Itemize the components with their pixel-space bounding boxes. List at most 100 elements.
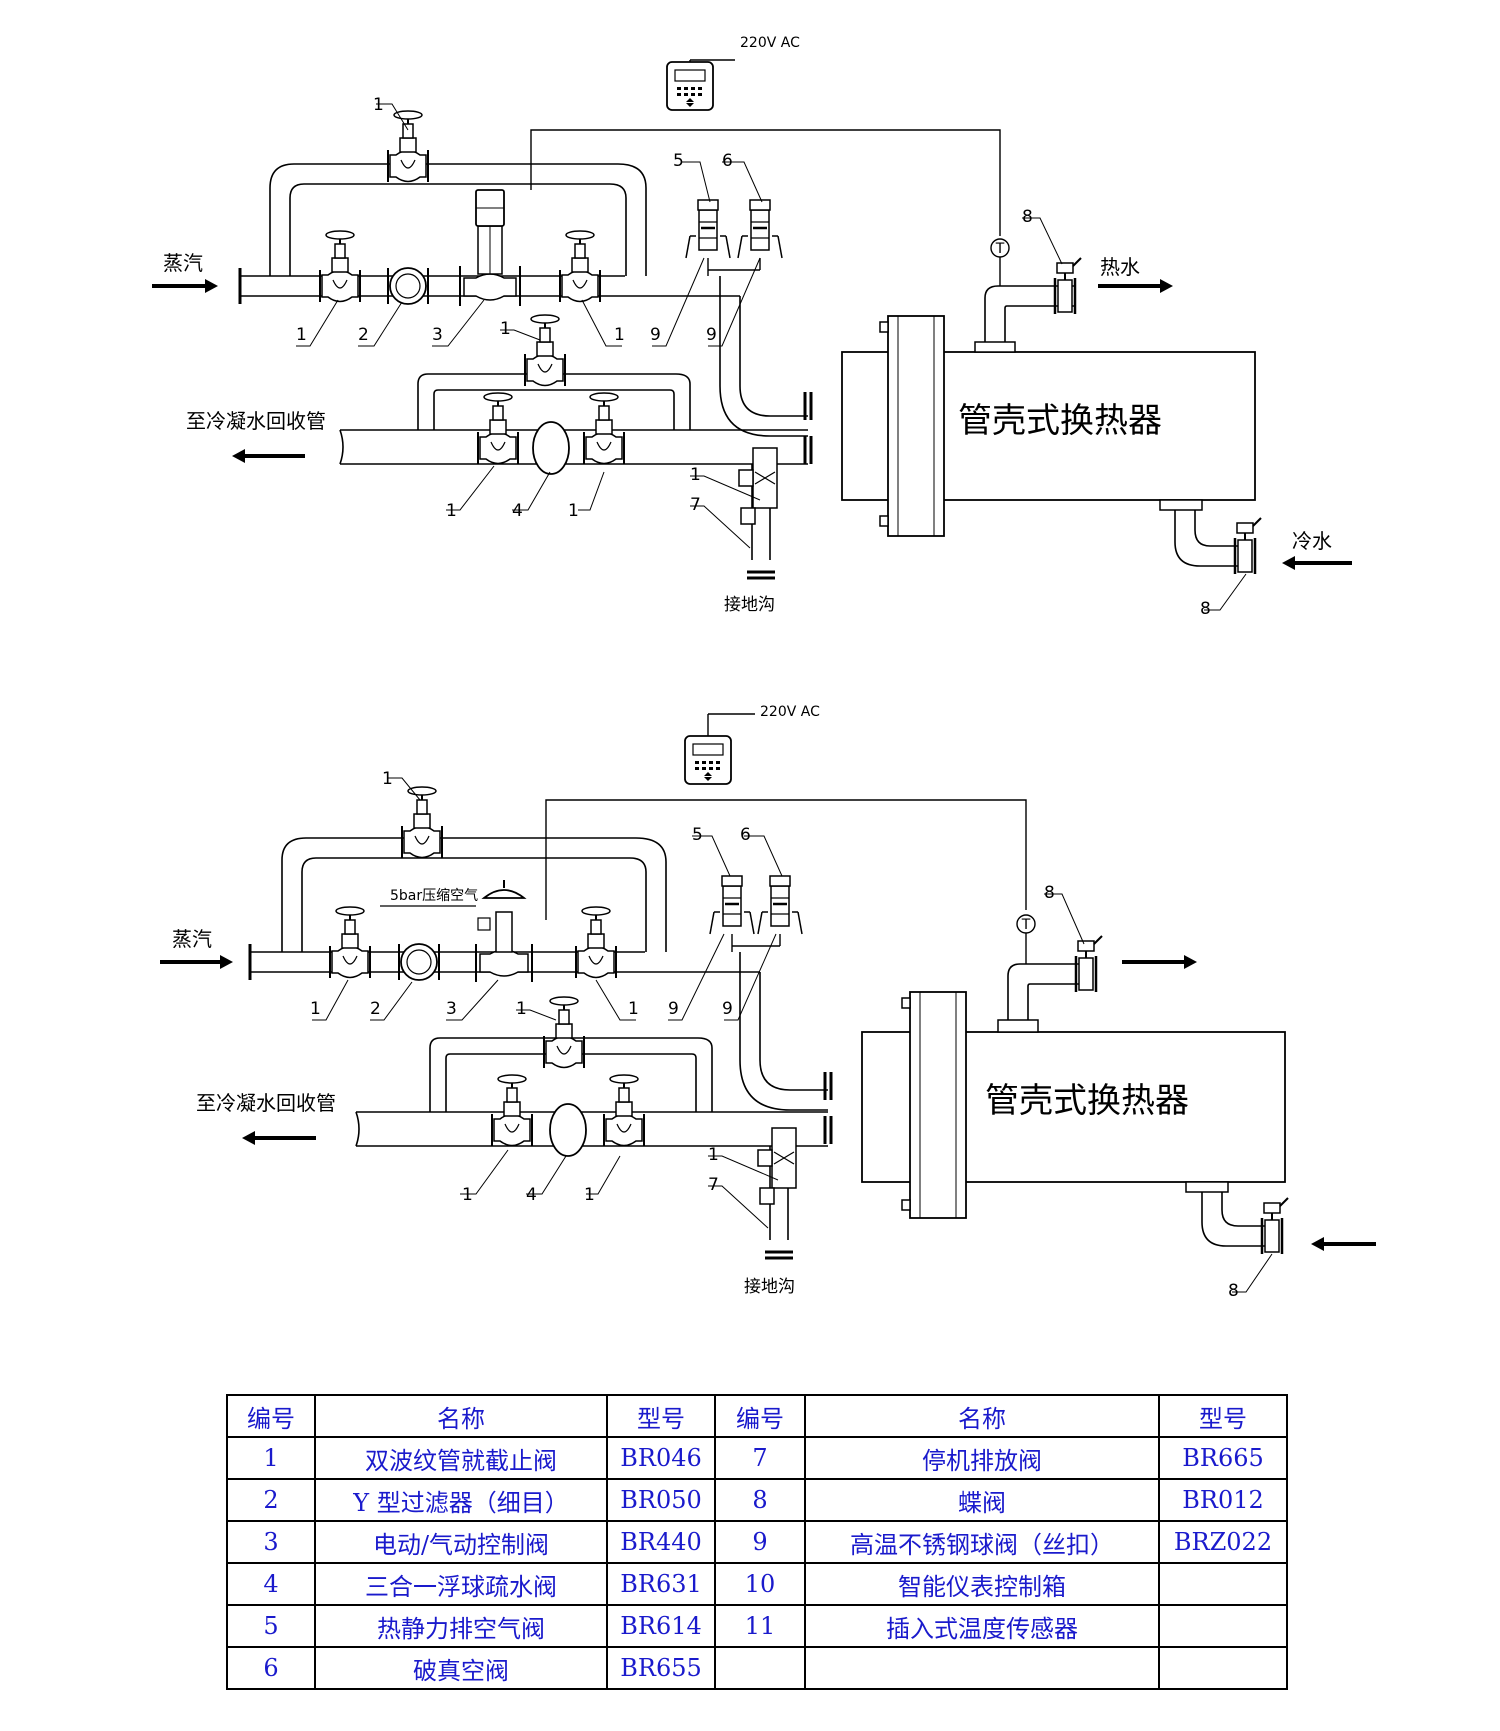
callout-1-condensate-left: 1 [462,1185,473,1205]
diagram-electric: T [152,35,1352,619]
cell-model: BRZ022 [1158,1520,1288,1564]
steam-label: 蒸汽 [172,927,212,951]
callout-1-steam-right: 1 [628,999,639,1019]
callout-7-drain-valve: 7 [690,495,701,515]
cell-model [1158,1604,1288,1648]
cell-name: 电动/气动控制阀 [314,1520,608,1564]
cell-model: BR012 [1158,1478,1288,1522]
callout-1-condensate-bypass: 1 [516,999,527,1019]
header-name: 名称 [804,1394,1160,1438]
callout-6-vacuum-breaker: 6 [722,151,733,171]
header-name: 名称 [314,1394,608,1438]
callout-1-bypass: 1 [373,95,384,115]
cold-water-label: 冷水 [1292,529,1332,553]
callout-3-control-valve: 3 [446,999,457,1019]
cell-number: 9 [714,1520,806,1564]
drain-ditch-label: 接地沟 [744,1277,795,1297]
diagram-pneumatic: 5bar压缩空气 T [160,704,1376,1301]
cell-name: 高温不锈钢球阀（丝扣） [804,1520,1160,1564]
cell-number: 5 [226,1604,316,1648]
callout-1-drain: 1 [708,1145,719,1165]
cell-model: BR655 [606,1646,716,1690]
callout-1-drain: 1 [690,465,701,485]
power-label: 220V AC [740,35,800,51]
table-row: 1 双波纹管就截止阀 BR046 7 停机排放阀 BR665 [226,1436,1288,1480]
cell-number: 11 [714,1604,806,1648]
callout-7-drain-valve: 7 [708,1175,719,1195]
header-model: 型号 [1158,1394,1288,1438]
cell-name: 双波纹管就截止阀 [314,1436,608,1480]
header-number: 编号 [226,1394,316,1438]
callout-1-steam-left: 1 [296,325,307,345]
cell-name: 热静力排空气阀 [314,1604,608,1648]
callout-1-condensate-right: 1 [568,501,579,521]
cell-name: 蝶阀 [804,1478,1160,1522]
condensate-return-label: 至冷凝水回收管 [196,1091,336,1115]
callout-9-ball-valve-a: 9 [650,325,661,345]
callout-1-condensate-left: 1 [446,501,457,521]
cell-name: 三合一浮球疏水阀 [314,1562,608,1606]
heat-exchanger-label: 管壳式换热器 [958,401,1162,441]
callout-1-condensate-right: 1 [584,1185,595,1205]
steam-label: 蒸汽 [163,251,203,275]
cell-model [1158,1646,1288,1690]
callout-5-air-vent: 5 [673,151,684,171]
cell-number: 7 [714,1436,806,1480]
cell-name: 插入式温度传感器 [804,1604,1160,1648]
heat-exchanger-label: 管壳式换热器 [985,1081,1189,1121]
callout-8-hot-side: 8 [1044,883,1055,903]
table-row: 5 热静力排空气阀 BR614 11 插入式温度传感器 [226,1604,1288,1648]
condensate-return-label: 至冷凝水回收管 [186,409,326,433]
temp-sensor-marker: T [995,241,1005,257]
cell-model: BR440 [606,1520,716,1564]
header-number: 编号 [714,1394,806,1438]
callout-6-vacuum-breaker: 6 [740,825,751,845]
cell-model: BR631 [606,1562,716,1606]
cell-number: 3 [226,1520,316,1564]
cell-model: BR614 [606,1604,716,1648]
cell-model: BR050 [606,1478,716,1522]
table-row: 6 破真空阀 BR655 [226,1646,1288,1690]
cell-number: 1 [226,1436,316,1480]
table-row: 3 电动/气动控制阀 BR440 9 高温不锈钢球阀（丝扣） BRZ022 [226,1520,1288,1564]
callout-1-condensate-bypass: 1 [500,319,511,339]
callout-8-cold-side: 8 [1228,1281,1239,1301]
cell-model: BR046 [606,1436,716,1480]
cell-number [714,1646,806,1690]
table-row: 4 三合一浮球疏水阀 BR631 10 智能仪表控制箱 [226,1562,1288,1606]
cell-number: 2 [226,1478,316,1522]
callout-2-strainer: 2 [370,999,381,1019]
cell-name: Y 型过滤器（细目） [314,1478,608,1522]
cell-model [1158,1562,1288,1606]
cell-model: BR665 [1158,1436,1288,1480]
table-row: 2 Y 型过滤器（细目） BR050 8 蝶阀 BR012 [226,1478,1288,1522]
hot-water-label: 热水 [1100,255,1140,279]
temp-sensor-marker: T [1021,917,1031,933]
callout-1-steam-right: 1 [614,325,625,345]
callout-8-hot-side: 8 [1022,207,1033,227]
cell-name: 破真空阀 [314,1646,608,1690]
cell-number: 4 [226,1562,316,1606]
callout-1-bypass: 1 [382,769,393,789]
callout-3-control-valve: 3 [432,325,443,345]
header-model: 型号 [606,1394,716,1438]
cell-number: 10 [714,1562,806,1606]
callout-4-float-trap: 4 [526,1185,537,1205]
cell-name [804,1646,1160,1690]
power-label: 220V AC [760,704,820,720]
callout-2-strainer: 2 [358,325,369,345]
parts-table: 编号 名称 型号 编号 名称 型号 1 双波纹管就截止阀 BR046 7 停机排… [226,1394,1288,1690]
callout-8-cold-side: 8 [1200,599,1211,619]
callout-9-ball-valve-b: 9 [722,999,733,1019]
drain-ditch-label: 接地沟 [724,595,775,615]
callout-1-steam-left: 1 [310,999,321,1019]
callout-9-ball-valve-a: 9 [668,999,679,1019]
callout-4-float-trap: 4 [512,501,523,521]
cell-number: 6 [226,1646,316,1690]
callout-9-ball-valve-b: 9 [706,325,717,345]
table-header-row: 编号 名称 型号 编号 名称 型号 [226,1394,1288,1438]
compressed-air-label: 5bar压缩空气 [390,888,478,904]
cell-number: 8 [714,1478,806,1522]
cell-name: 停机排放阀 [804,1436,1160,1480]
